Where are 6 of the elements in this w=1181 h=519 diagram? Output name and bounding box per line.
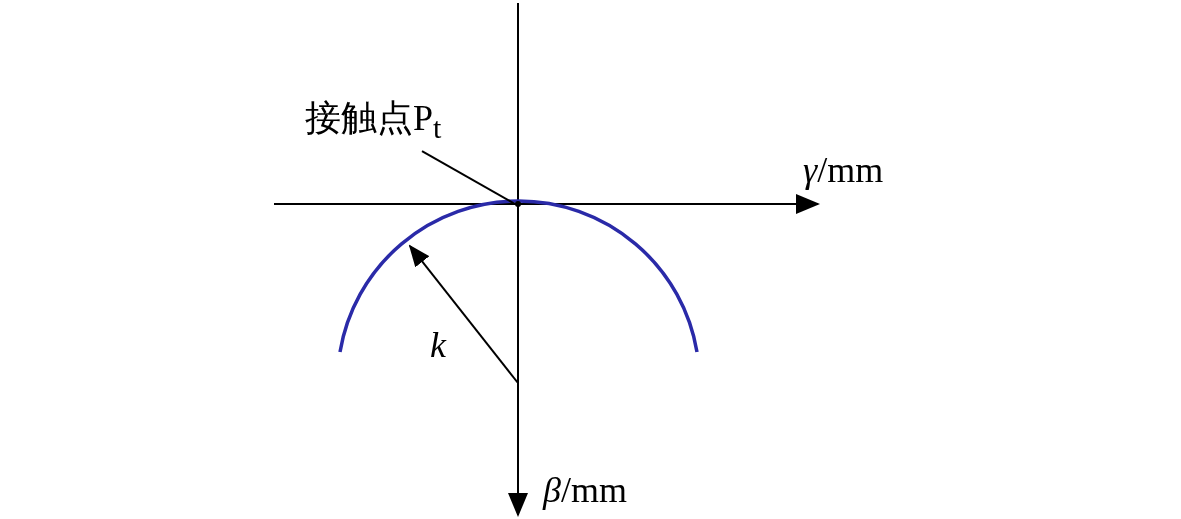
callout-label: 接触点P$_{t}$ xyxy=(305,98,442,149)
axis-label: β/mm xyxy=(543,470,627,510)
radius-label: k xyxy=(430,325,446,365)
axis-label: γ/mm xyxy=(803,150,884,190)
contact-point xyxy=(515,201,521,207)
leader-line xyxy=(421,150,516,205)
